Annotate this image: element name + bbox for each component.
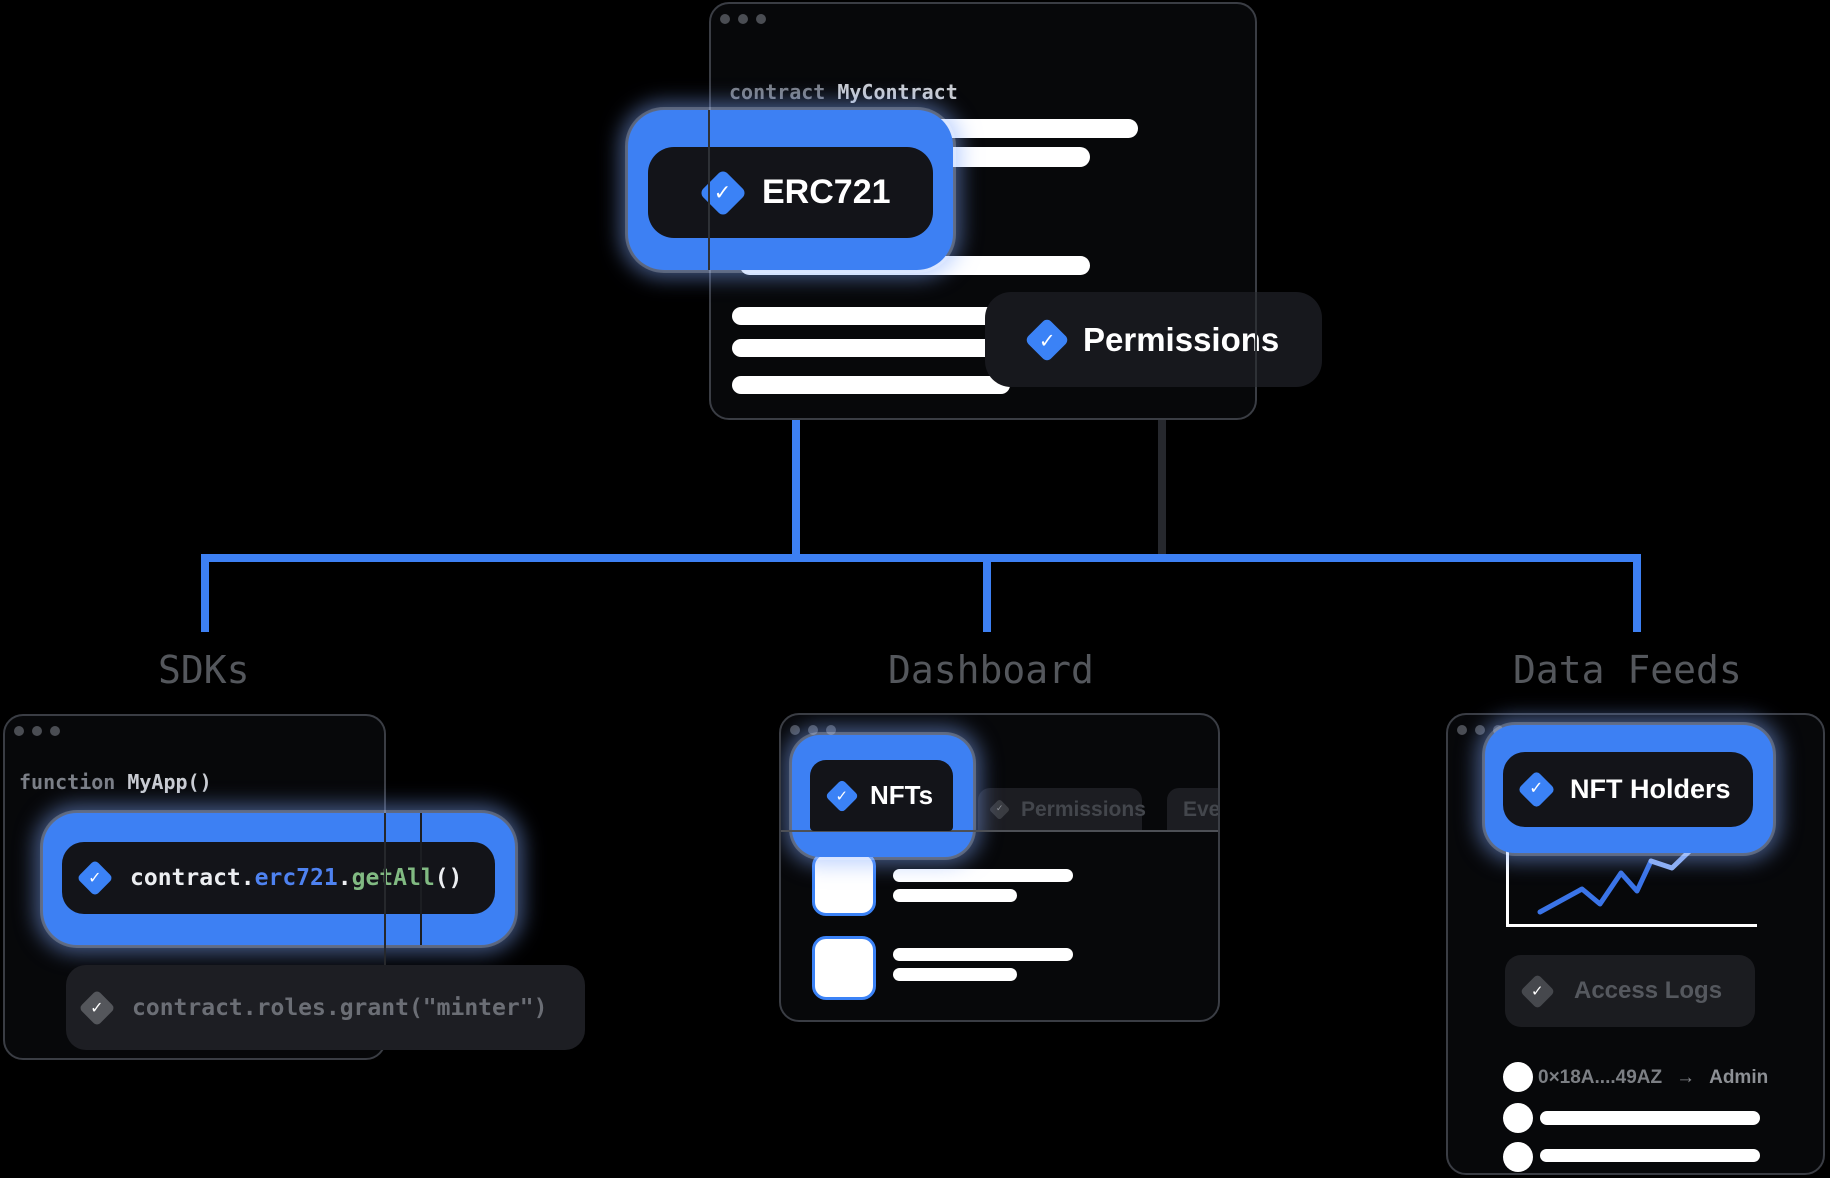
skeleton-bar <box>893 948 1073 961</box>
sdk-call-code: contract.erc721.getAll() <box>130 865 463 891</box>
window-dot <box>720 14 730 24</box>
window-dot <box>14 726 24 736</box>
tree-drop-sdks <box>201 554 209 632</box>
window-dot <box>826 725 836 735</box>
code-name: MyContract <box>837 80 958 104</box>
tree-drop-data-feeds <box>1633 554 1641 632</box>
code-module: erc721 <box>254 865 338 891</box>
check-diamond-icon: ✓ <box>76 859 114 897</box>
connector-permissions-line <box>1158 385 1166 562</box>
tab-nfts[interactable]: ✓ NFTs <box>810 760 953 831</box>
tree-drop-dashboard <box>983 554 991 632</box>
contract-code-title: contract MyContract <box>729 80 958 104</box>
code-keyword: contract <box>729 80 826 104</box>
check-diamond-icon: ✓ <box>78 989 116 1026</box>
check-diamond-icon: ✓ <box>825 778 859 813</box>
log-bullet <box>1503 1142 1533 1172</box>
tree-horizontal-line <box>201 554 1641 562</box>
window-dot <box>50 726 60 736</box>
branch-label-dashboard: Dashboard <box>888 648 1094 692</box>
check-diamond-icon: ✓ <box>1024 316 1070 363</box>
window-border-overlay <box>1255 292 1257 387</box>
arrow-right-icon: → <box>1676 1067 1696 1088</box>
branch-label-data-feeds: Data Feeds <box>1513 648 1742 692</box>
dashboard-window: ✓ Permissions Eve ✓ NFTs <box>779 713 1220 1022</box>
window-dot <box>808 725 818 735</box>
window-dots <box>14 726 60 736</box>
tab-events[interactable]: Eve <box>1167 788 1220 831</box>
window-dot <box>1475 725 1485 735</box>
window-dots <box>720 14 766 24</box>
tabs-divider <box>781 830 1218 832</box>
skeleton-bar <box>893 869 1073 882</box>
skeleton-bar <box>893 968 1017 981</box>
log-bullet <box>1503 1062 1533 1092</box>
window-dot <box>756 14 766 24</box>
log-address: 0×18A....49AZ <box>1538 1067 1663 1088</box>
skeleton-bar <box>1540 1149 1760 1162</box>
window-dot <box>790 725 800 735</box>
skeleton-bar <box>732 339 1010 357</box>
log-role: Admin <box>1709 1067 1769 1088</box>
nft-thumbnail <box>812 936 876 1000</box>
skeleton-bar <box>893 889 1017 902</box>
window-dots <box>790 725 836 735</box>
skeleton-bar <box>732 376 1010 394</box>
access-logs-button[interactable]: ✓ Access Logs <box>1505 955 1755 1027</box>
erc721-badge-label: ERC721 <box>762 173 891 211</box>
check-diamond-icon: ✓ <box>1517 770 1556 809</box>
window-border-overlay <box>384 813 386 965</box>
tab-nfts-label: NFTs <box>870 780 934 810</box>
window-dot <box>738 14 748 24</box>
chart-x-axis <box>1506 924 1757 927</box>
window-dot <box>32 726 42 736</box>
sparkline-dark-line <box>1537 858 1654 915</box>
skeleton-bar <box>732 307 1010 325</box>
code-keyword: function <box>19 770 116 794</box>
sdks-code-title: function MyApp() <box>19 770 212 794</box>
sdk-roles-badge[interactable]: ✓ contract.roles.grant("minter") <box>66 965 585 1050</box>
access-logs-label: Access Logs <box>1574 977 1723 1004</box>
chart-y-axis <box>1506 847 1509 924</box>
data-feeds-window: ✓ NFT Holders ✓ Access Logs 0×18A....49A… <box>1446 713 1825 1175</box>
window-border-overlay <box>420 813 422 945</box>
code-method: getAll <box>351 865 435 891</box>
window-dot <box>1457 725 1467 735</box>
log-bullet <box>1503 1103 1533 1133</box>
permissions-badge-label: Permissions <box>1083 320 1280 358</box>
tab-permissions[interactable]: ✓ Permissions <box>978 788 1146 831</box>
tab-permissions-label: Permissions <box>1021 797 1146 821</box>
window-border-overlay <box>708 110 710 270</box>
permissions-badge[interactable]: ✓ Permissions <box>985 292 1322 387</box>
nft-holders-badge[interactable]: ✓ NFT Holders <box>1503 752 1753 827</box>
erc721-badge[interactable]: ✓ ERC721 <box>648 147 933 238</box>
sdk-call-badge[interactable]: ✓ contract.erc721.getAll() <box>62 842 495 914</box>
log-row: 0×18A....49AZ → Admin <box>1538 1067 1768 1089</box>
code-object: contract <box>130 865 241 891</box>
check-diamond-icon: ✓ <box>1519 973 1556 1009</box>
nft-holders-label: NFT Holders <box>1570 774 1731 804</box>
branch-label-sdks: SDKs <box>158 648 250 692</box>
tab-events-label: Eve <box>1183 797 1220 821</box>
code-name: MyApp() <box>127 770 212 794</box>
sdk-roles-code: contract.roles.grant("minter") <box>132 994 548 1021</box>
skeleton-bar <box>1540 1111 1760 1125</box>
check-diamond-icon: ✓ <box>698 168 748 217</box>
